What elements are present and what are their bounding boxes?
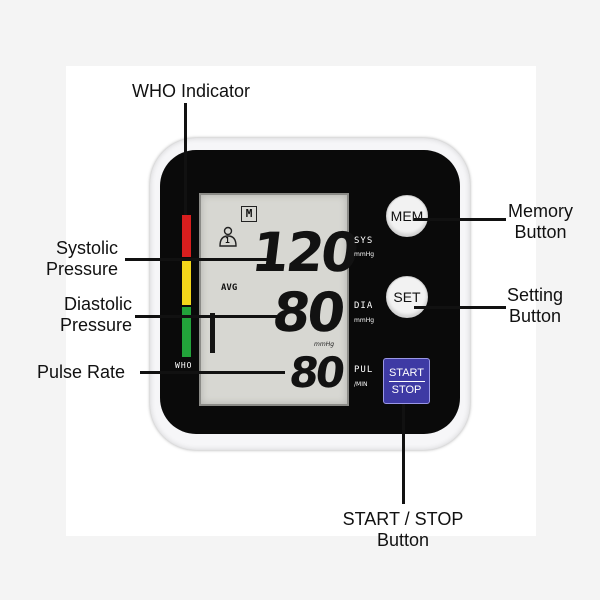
callout-systolic-line2: Pressure: [45, 259, 118, 279]
callout-diastolic: Diastolic Pressure: [50, 294, 132, 336]
callout-systolic: Systolic Pressure: [38, 238, 118, 280]
diastolic-value: 80: [269, 281, 346, 344]
callout-startstop-line1: START / STOP: [342, 509, 464, 529]
leader-who: [184, 103, 187, 215]
stop-label: STOP: [391, 383, 422, 396]
mem-button[interactable]: MEM: [386, 195, 428, 237]
sys-label: SYS: [354, 236, 374, 246]
user-icon: 1: [218, 226, 238, 248]
who-bar-red: [182, 215, 191, 257]
lcd-screen: [199, 193, 349, 406]
callout-who-indicator: WHO Indicator: [132, 81, 251, 101]
callout-startstop-line2: Button: [376, 530, 430, 550]
user-number: 1: [225, 236, 230, 245]
who-bar-yellow: [182, 259, 191, 305]
leader-setting: [414, 306, 506, 309]
diastolic-unit: mmHg: [314, 341, 335, 348]
callout-diastolic-line1: Diastolic: [63, 294, 132, 314]
dia-label: DIA: [354, 301, 374, 311]
systolic-value: 120: [248, 221, 360, 284]
callout-setting-line1: Setting: [507, 285, 564, 305]
avg-label: AVG: [221, 283, 238, 293]
leader-pulse: [140, 371, 285, 374]
sys-unit: mmHg: [354, 251, 375, 258]
callout-setting-line2: Button: [509, 306, 562, 326]
callout-memory: Memory Button: [508, 201, 573, 243]
leader-memory: [414, 218, 506, 221]
who-bar-green: [182, 307, 191, 357]
callout-systolic-line1: Systolic: [55, 238, 118, 258]
start-label: START: [388, 366, 425, 379]
callout-memory-line2: Button: [514, 222, 567, 242]
callout-pulse-rate: Pulse Rate: [37, 362, 126, 382]
bp-level-bar: [210, 313, 215, 353]
memory-badge: M: [241, 206, 257, 222]
leader-diastolic: [135, 315, 280, 318]
leader-systolic: [125, 258, 270, 261]
leader-startstop: [402, 404, 405, 504]
who-label: WHO: [175, 361, 193, 370]
start-stop-button[interactable]: START STOP: [383, 358, 430, 404]
callout-memory-line1: Memory: [508, 201, 574, 221]
pul-label: PUL: [354, 365, 374, 375]
callout-start-stop: START / STOP Button: [318, 509, 488, 551]
dia-unit: mmHg: [354, 317, 375, 324]
callout-diastolic-line2: Pressure: [59, 315, 132, 335]
pul-unit: /MIN: [354, 381, 368, 388]
set-button[interactable]: SET: [386, 276, 428, 318]
start-stop-divider: [388, 380, 425, 382]
callout-setting: Setting Button: [507, 285, 563, 327]
